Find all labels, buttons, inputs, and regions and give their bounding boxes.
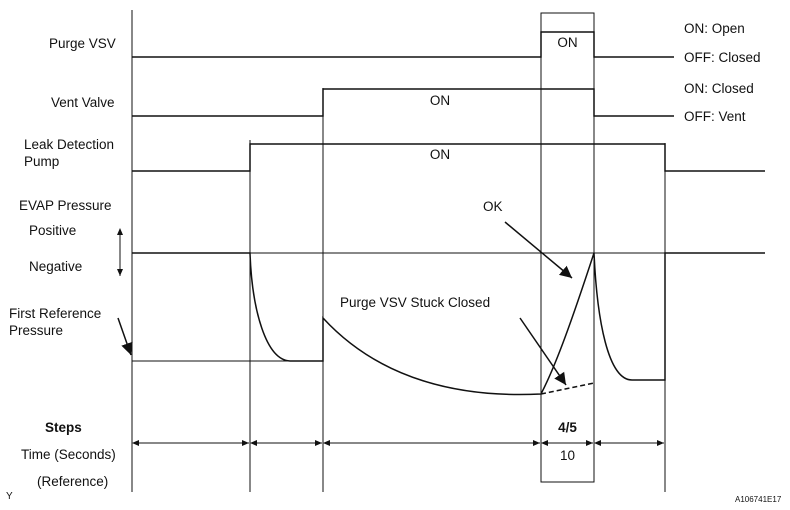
time-label: Time (Seconds) <box>21 447 116 462</box>
purge-on-label: ON <box>557 35 578 50</box>
leak-pump-label-line2: Pump <box>24 154 60 169</box>
figure-id: A106741E17 <box>735 495 782 504</box>
steps-label: Steps <box>45 420 82 435</box>
purge-on-state: ON: Open <box>684 21 745 36</box>
first-ref-arrow <box>117 317 133 356</box>
purge-vsv-label: Purge VSV <box>49 36 116 51</box>
stuck-arrow <box>519 317 567 386</box>
reference-label: (Reference) <box>37 474 109 489</box>
stuck-closed-annotation: Purge VSV Stuck Closed <box>340 295 491 310</box>
seconds-value: 10 <box>559 448 576 463</box>
stuck-closed-dashed <box>540 382 595 395</box>
evap-pressure-curve <box>132 252 765 396</box>
leak-pump-signal <box>132 143 765 172</box>
vent-on-state: ON: Closed <box>684 81 754 96</box>
ok-arrow <box>504 221 573 279</box>
purge-vsv-signal <box>132 31 674 58</box>
first-reference-label-line1: First Reference <box>9 306 102 321</box>
vent-off-state: OFF: Vent <box>684 109 746 124</box>
purge-off-state: OFF: Closed <box>684 50 761 65</box>
evap-pressure-label: EVAP Pressure <box>19 198 112 213</box>
vent-valve-signal <box>132 88 674 117</box>
step-value: 4/5 <box>558 420 577 435</box>
leak-pump-label-line1: Leak Detection <box>24 137 115 152</box>
negative-label: Negative <box>29 259 83 274</box>
ok-annotation: OK <box>483 199 503 214</box>
pump-on-label: ON <box>429 147 451 162</box>
vent-on-label: ON <box>429 93 451 108</box>
vent-valve-label: Vent Valve <box>51 95 115 110</box>
positive-label: Positive <box>29 223 77 238</box>
corner-mark: Y <box>6 491 13 502</box>
first-reference-label-line2: Pressure <box>9 323 64 338</box>
step-column-box <box>540 12 595 483</box>
